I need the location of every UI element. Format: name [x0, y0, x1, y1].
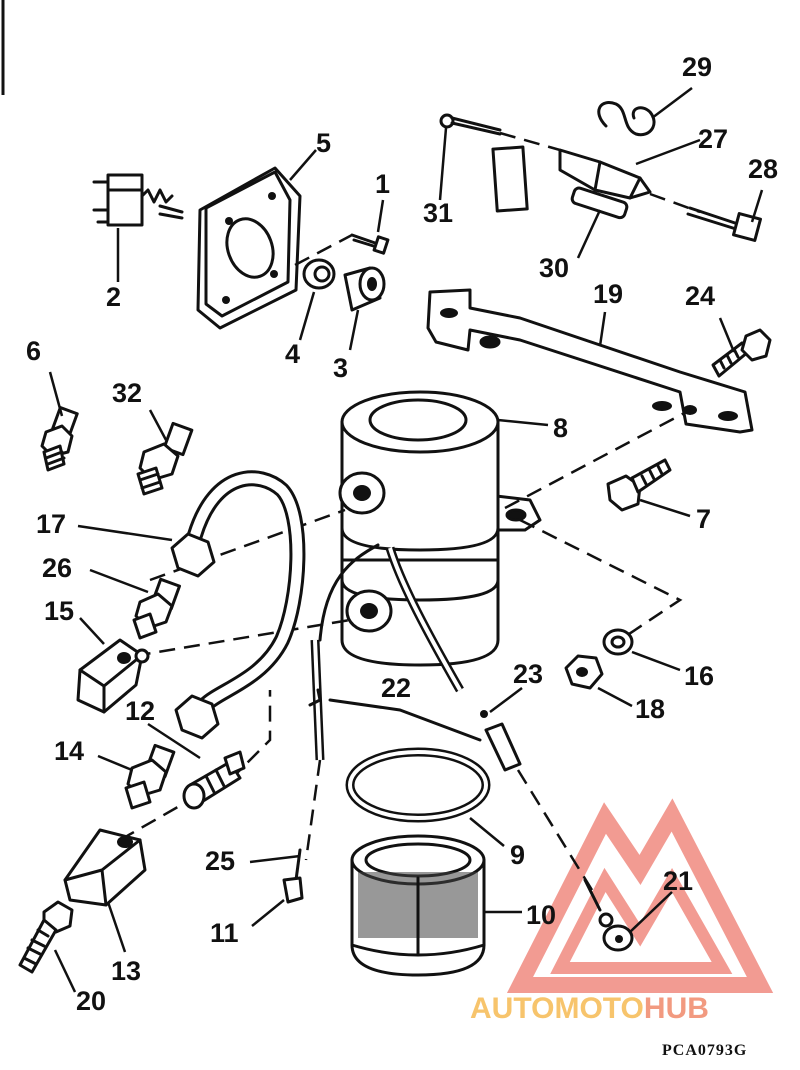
figure-code: PCA0793G — [662, 1042, 747, 1059]
spring-clip-part — [597, 101, 656, 137]
fitting-26-part — [132, 577, 182, 640]
fitting-14-part — [124, 743, 176, 810]
label-8: 8 — [553, 413, 568, 443]
connector-part — [480, 710, 522, 772]
switch-part — [92, 173, 184, 227]
label-10: 10 — [526, 900, 556, 930]
label-11: 11 — [210, 918, 239, 948]
fitting-6-part — [40, 406, 79, 472]
label-1: 1 — [375, 169, 390, 199]
assembly-line — [229, 690, 272, 781]
part-labels: 1 2 3 4 5 6 7 8 9 10 11 12 13 14 15 16 1… — [26, 52, 778, 1016]
screw-part — [350, 233, 390, 255]
barb-fitting-part — [18, 900, 74, 974]
fitting-12-part — [182, 750, 246, 810]
label-16: 16 — [684, 661, 714, 691]
label-25: 25 — [205, 846, 235, 876]
nut-18-part — [564, 654, 604, 690]
assembly-line — [109, 618, 351, 662]
label-3: 3 — [333, 353, 348, 383]
label-4: 4 — [285, 339, 300, 369]
block-fitting-15-part — [76, 638, 150, 714]
pump-wires — [318, 543, 464, 693]
label-24: 24 — [685, 281, 715, 311]
label-22: 22 — [381, 673, 411, 703]
label-14: 14 — [54, 736, 84, 766]
label-31: 31 — [423, 198, 453, 228]
label-17: 17 — [36, 509, 66, 539]
label-30: 30 — [539, 253, 569, 283]
assembly-line — [504, 408, 691, 510]
filter-element-part — [350, 834, 486, 977]
label-19: 19 — [593, 279, 623, 309]
bolt-24-part — [711, 328, 772, 378]
ground-wire-part — [516, 769, 634, 952]
nut-part — [302, 258, 336, 290]
assembly-line — [519, 518, 683, 642]
label-15: 15 — [44, 596, 74, 626]
mounting-plate-part — [196, 166, 302, 330]
label-32: 32 — [112, 378, 142, 408]
washer-part — [602, 628, 634, 656]
o-ring-part — [345, 747, 491, 823]
label-18: 18 — [635, 694, 665, 724]
label-23: 23 — [513, 659, 543, 689]
fuel-line-part — [170, 470, 306, 740]
fuel-pump-part — [338, 390, 542, 667]
label-2: 2 — [106, 282, 121, 312]
label-5: 5 — [316, 128, 331, 158]
watermark-text: AUTOMOTOHUB — [470, 992, 709, 1025]
bolt-7-part — [606, 458, 672, 512]
label-29: 29 — [682, 52, 712, 82]
label-13: 13 — [111, 956, 141, 986]
grommet-part — [343, 266, 386, 312]
label-9: 9 — [510, 840, 525, 870]
fitting-32-part — [136, 421, 194, 496]
label-21: 21 — [663, 866, 693, 896]
label-27: 27 — [698, 124, 728, 154]
label-12: 12 — [125, 696, 155, 726]
fuse-holder-part — [439, 113, 762, 242]
leader-lines — [48, 87, 764, 993]
label-7: 7 — [696, 504, 711, 534]
block-fitting-13-part — [63, 828, 147, 907]
label-6: 6 — [26, 336, 41, 366]
label-28: 28 — [748, 154, 778, 184]
label-20: 20 — [76, 986, 106, 1016]
assembly-line — [294, 233, 353, 267]
wire-harness-part — [282, 639, 482, 904]
label-26: 26 — [42, 553, 72, 583]
assembly-line — [119, 798, 191, 842]
